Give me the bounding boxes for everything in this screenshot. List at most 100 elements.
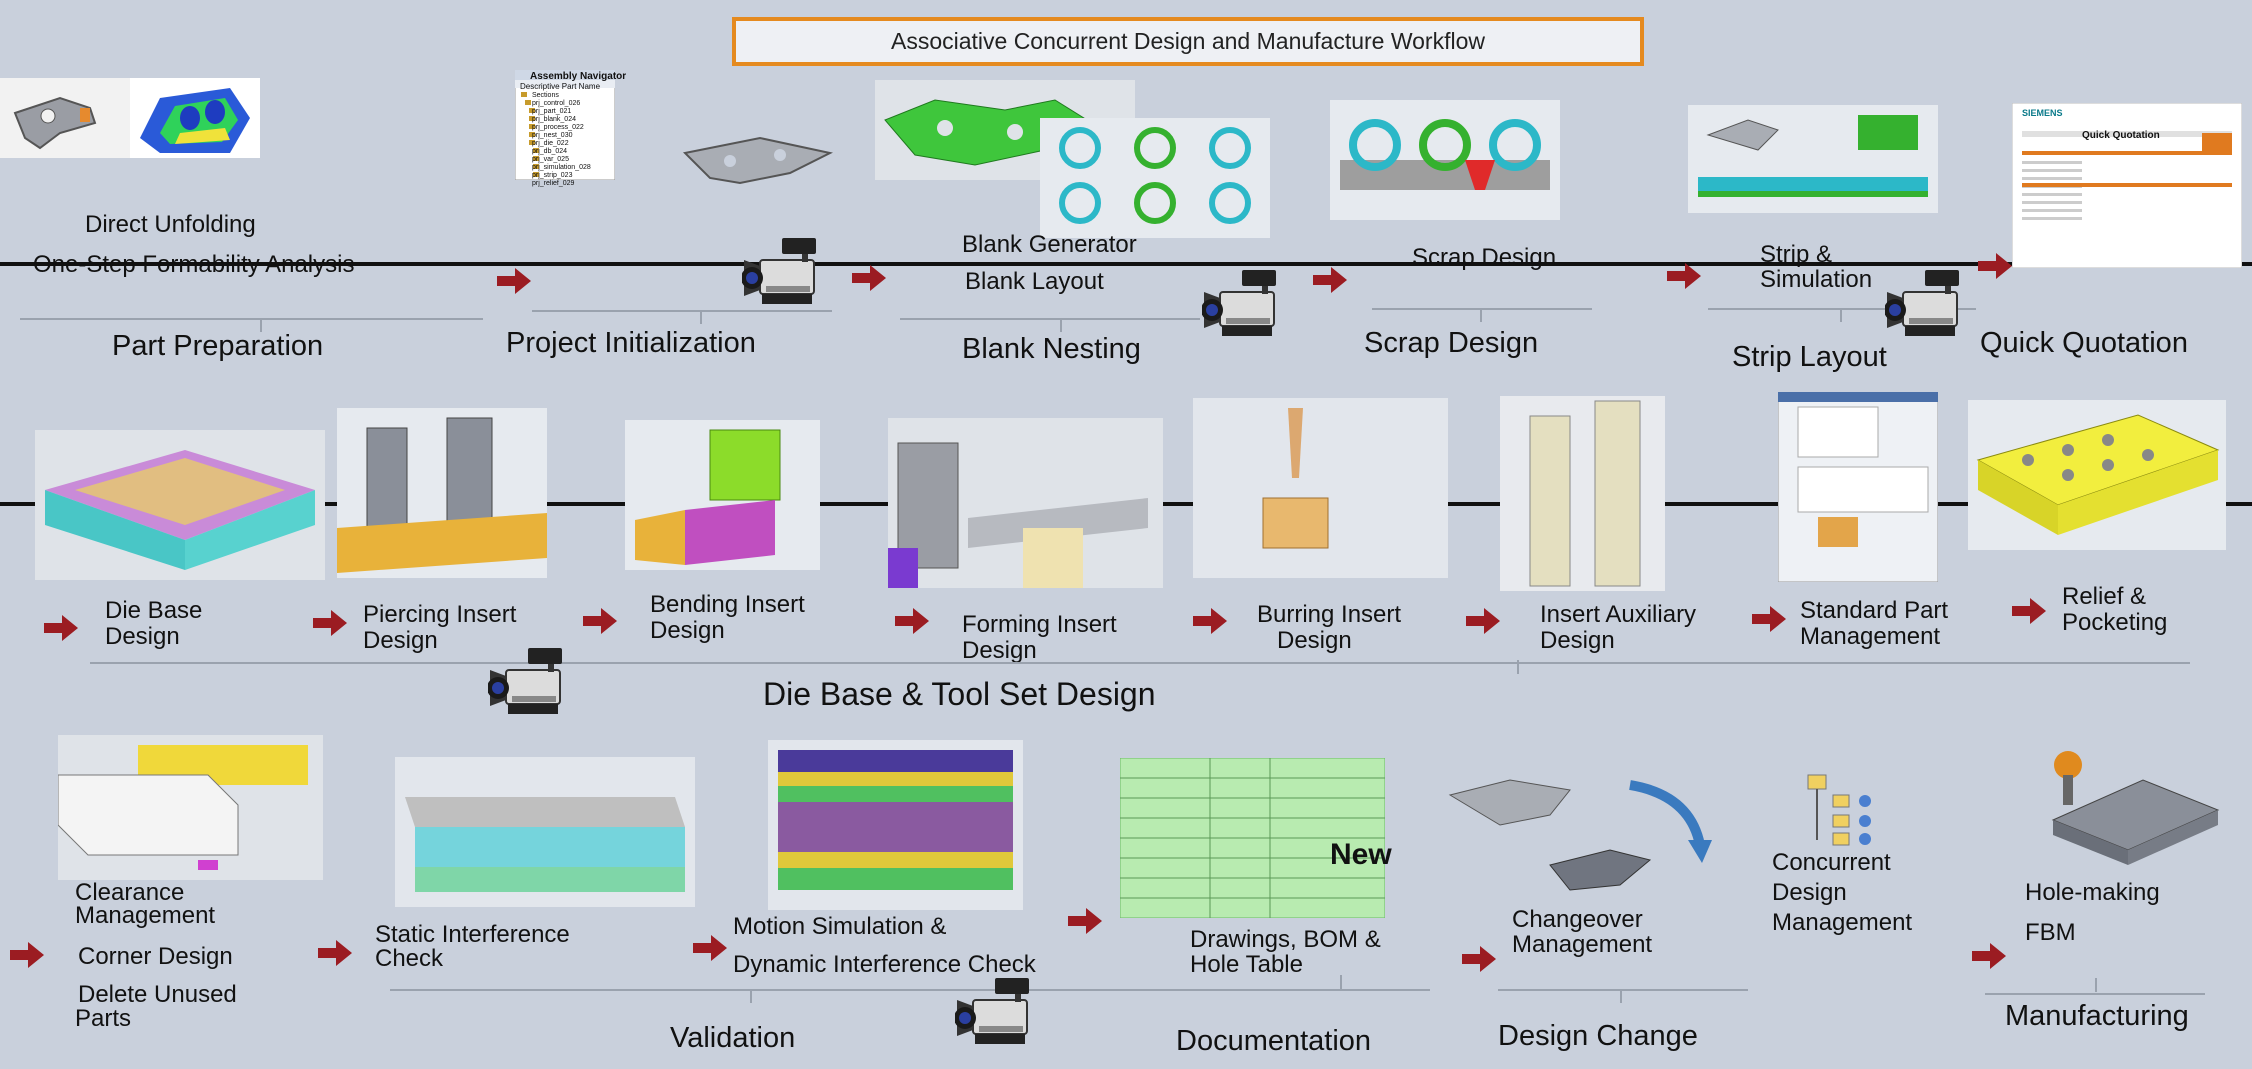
video-camera-icon[interactable] xyxy=(1202,262,1292,342)
label-burring-1: Burring Insert xyxy=(1257,601,1402,628)
label-strip-sim-1: Strip & xyxy=(1760,241,1833,268)
quick-quotation-image xyxy=(2012,103,2242,268)
video-camera-icon[interactable] xyxy=(955,970,1045,1050)
navigator-title: Assembly Navigator xyxy=(530,71,627,82)
label-concurrent-2: Design xyxy=(1772,879,1847,906)
relief-pocketing-image xyxy=(1968,400,2226,550)
bending-insert-image xyxy=(625,420,820,570)
flow-arrow xyxy=(895,608,929,634)
navigator-tree-item[interactable]: prj_simulation_028 xyxy=(532,164,591,171)
label-bending-2: Design xyxy=(650,617,725,644)
tick xyxy=(750,989,752,1003)
project-part-image xyxy=(680,133,840,193)
navigator-header: Descriptive Part Name xyxy=(520,82,601,91)
navigator-tree-item[interactable]: prj_db_024 xyxy=(532,148,568,155)
baseline-scrap xyxy=(1372,308,1592,310)
piercing-insert-image xyxy=(337,408,547,578)
label-aux-1: Insert Auxiliary xyxy=(1540,601,1697,628)
navigator-tree-item[interactable]: prj_nest_030 xyxy=(532,132,573,139)
label-fbm: FBM xyxy=(2025,919,2076,946)
label-drawings-1: Drawings, BOM & xyxy=(1190,926,1381,953)
label-relief-2: Pocketing xyxy=(2062,609,2168,636)
label-std-2: Management xyxy=(1800,623,1941,650)
navigator-tree-item[interactable]: prj_strip_023 xyxy=(532,172,573,179)
concurrent-design-icon xyxy=(1803,770,1883,850)
label-corner-design: Corner Design xyxy=(78,943,233,970)
label-direct-unfolding: Direct Unfolding xyxy=(85,211,256,238)
workflow-title: Associative Concurrent Design and Manufa… xyxy=(732,17,1644,66)
label-static-1: Static Interference xyxy=(375,921,570,948)
label-motion-2: Dynamic Interference Check xyxy=(733,951,1036,978)
section-die-base-tool-set: Die Base & Tool Set Design xyxy=(763,676,1156,712)
standard-part-manager-panel xyxy=(1778,392,1938,582)
flow-arrow xyxy=(1193,608,1227,634)
label-changeover-1: Changeover xyxy=(1512,906,1643,933)
baseline-blank-nesting xyxy=(900,318,1200,320)
unfold-part-image xyxy=(0,78,130,158)
label-relief-1: Relief & xyxy=(2062,583,2147,610)
flow-arrow xyxy=(1313,267,1347,293)
label-burring-2: Design xyxy=(1277,627,1352,654)
video-camera-icon[interactable] xyxy=(1885,262,1975,342)
label-piercing-1: Piercing Insert xyxy=(363,601,517,628)
flow-arrow xyxy=(1972,943,2006,969)
flow-arrow xyxy=(44,615,78,641)
baseline-strip xyxy=(1708,308,1976,310)
section-blank-nesting: Blank Nesting xyxy=(962,333,1141,365)
baseline-die-base-tool-set xyxy=(90,662,2190,664)
die-base-image xyxy=(35,430,325,580)
row-divider-1 xyxy=(0,262,2252,266)
navigator-tree-item[interactable]: Sections xyxy=(532,92,559,99)
label-changeover-2: Management xyxy=(1512,931,1653,958)
changeover-image xyxy=(1440,765,1720,915)
label-blank-generator: Blank Generator xyxy=(962,231,1137,258)
forming-insert-image xyxy=(888,418,1163,588)
clearance-image xyxy=(58,735,323,880)
flow-arrow xyxy=(1978,253,2012,279)
tick xyxy=(260,318,262,332)
label-one-step: One-Step Formability Analysis xyxy=(33,251,355,278)
navigator-tree-item[interactable]: prj_blank_024 xyxy=(532,116,576,123)
label-delete-unused-1: Delete Unused xyxy=(78,981,237,1008)
video-camera-icon[interactable] xyxy=(742,230,832,310)
baseline-manufacturing xyxy=(1985,993,2205,995)
label-aux-2: Design xyxy=(1540,627,1615,654)
flow-arrow xyxy=(852,265,886,291)
flow-arrow xyxy=(1466,608,1500,634)
label-delete-unused-2: Parts xyxy=(75,1005,132,1032)
navigator-tree-item[interactable]: prj_control_026 xyxy=(532,100,581,107)
label-forming-1: Forming Insert xyxy=(962,611,1117,638)
navigator-tree-item[interactable]: prj_process_022 xyxy=(532,124,584,131)
navigator-tree-item[interactable]: prj_die_022 xyxy=(532,140,569,147)
blank-nesting-image xyxy=(1040,118,1270,238)
flow-arrow xyxy=(10,942,44,968)
label-concurrent-1: Concurrent xyxy=(1772,849,1891,876)
motion-simulation-image xyxy=(768,740,1023,910)
navigator-tree-item[interactable]: prj_relief_029 xyxy=(532,180,575,187)
static-interference-image xyxy=(395,757,695,907)
quotation-sheet-title: Quick Quotation xyxy=(2082,130,2160,141)
flow-arrow xyxy=(1667,263,1701,289)
hole-making-image xyxy=(2043,750,2223,875)
drawings-bom-image xyxy=(1120,758,1385,918)
strip-simulation-image xyxy=(1688,105,1938,213)
section-documentation: Documentation xyxy=(1176,1025,1372,1057)
video-camera-icon[interactable] xyxy=(488,640,578,720)
section-scrap-design: Scrap Design xyxy=(1364,327,1539,359)
tick xyxy=(700,310,702,324)
navigator-tree-item[interactable]: prj_part_021 xyxy=(532,108,572,115)
label-piercing-2: Design xyxy=(363,627,438,654)
flow-arrow xyxy=(2012,598,2046,624)
label-drawings-2: Hole Table xyxy=(1190,951,1303,978)
tick xyxy=(1517,660,1519,674)
tick xyxy=(1620,989,1622,1003)
formability-heatmap-image xyxy=(130,78,260,158)
label-die-base-2: Design xyxy=(105,623,180,650)
tick xyxy=(1840,308,1842,322)
label-clearance-2: Management xyxy=(75,902,216,929)
label-concurrent-3: Management xyxy=(1772,909,1913,936)
navigator-tree-item[interactable]: prj_var_025 xyxy=(532,156,569,163)
section-manufacturing: Manufacturing xyxy=(2005,1000,2189,1032)
flow-arrow xyxy=(1752,606,1786,632)
label-die-base-1: Die Base xyxy=(105,597,203,624)
